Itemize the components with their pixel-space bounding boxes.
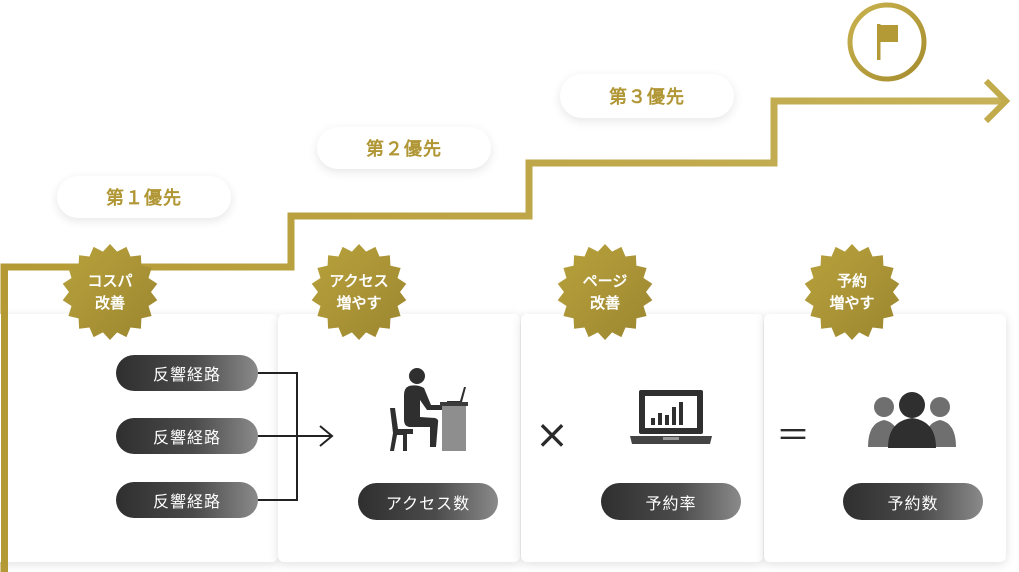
badge-bookings: 予約増やす (803, 243, 901, 341)
card-access (278, 314, 520, 562)
person-at-desk-icon (390, 368, 468, 451)
badge-page: ページ改善 (556, 243, 654, 341)
arrow-right-icon (319, 425, 334, 447)
multiply-operator: × (535, 412, 569, 458)
seal-starburst-shape (62, 244, 158, 340)
group-people-icon (868, 392, 956, 448)
priority-label-2: 第２優先 (317, 127, 491, 169)
badge-access: アクセス増やす (310, 243, 408, 341)
seal-starburst-shape (311, 244, 407, 340)
badge-access-line1: アクセス (329, 272, 389, 290)
goal-flag-badge (846, 1, 928, 83)
badge-cost: コスパ改善 (61, 243, 159, 341)
arrow-head-icon (983, 78, 1011, 124)
route-pill-1: 反響経路 (116, 355, 258, 391)
priority-label-1: 第１優先 (57, 176, 231, 218)
equals-operator: ＝ (776, 416, 810, 456)
badge-cost-line1: コスパ (87, 272, 133, 290)
seal-starburst-shape (804, 244, 900, 340)
metric-rate-pill: 予約率 (601, 483, 741, 520)
metric-access-pill: アクセス数 (358, 483, 498, 520)
badge-access-line2: 増やす (336, 294, 382, 312)
metric-bookings-pill: 予約数 (843, 483, 983, 520)
laptop-chart-icon (630, 390, 712, 444)
badge-bookings-line1: 予約 (836, 272, 867, 290)
badge-cost-line2: 改善 (94, 294, 125, 312)
route-pill-3: 反響経路 (116, 482, 258, 518)
badge-bookings-line2: 増やす (829, 294, 875, 312)
badge-page-line1: ページ (582, 272, 628, 290)
priority-label-3: 第３優先 (560, 74, 734, 118)
flag-icon (847, 2, 927, 82)
route-pill-2: 反響経路 (116, 418, 258, 454)
badge-page-line2: 改善 (589, 294, 620, 312)
stair-line-left-edge (1, 264, 8, 572)
seal-starburst-shape (557, 244, 653, 340)
